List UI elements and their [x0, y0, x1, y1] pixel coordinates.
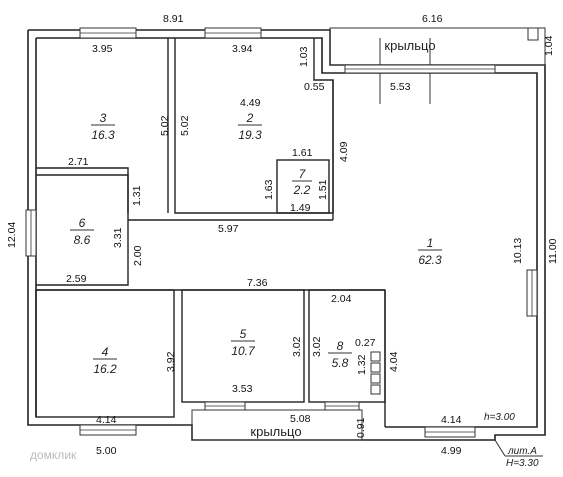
dim-porch-top-depth: 1.04 [543, 35, 555, 56]
room-label-1: 1 62.3 [418, 236, 442, 267]
window [204, 401, 246, 411]
dim-room7-bottom: 1.49 [290, 202, 311, 214]
svg-text:10.7: 10.7 [231, 344, 256, 358]
room-8-stair-step [370, 384, 381, 395]
svg-text:8.6: 8.6 [74, 233, 91, 247]
dim-room1-window-top: 5.53 [390, 81, 411, 93]
dim-room7-top: 1.61 [292, 147, 313, 159]
room-7-walls [276, 159, 330, 214]
dim-porch-bottom-width: 5.08 [290, 413, 311, 425]
room-6-walls [36, 174, 129, 286]
dim-room8-stair: 1.32 [356, 354, 368, 375]
svg-text:4: 4 [102, 345, 109, 359]
dim-top-left: 8.91 [163, 13, 184, 25]
svg-text:62.3: 62.3 [418, 253, 442, 267]
dim-right-total: 11.00 [547, 238, 559, 264]
dim-room6-bottom: 2.59 [66, 273, 87, 285]
svg-text:1: 1 [427, 236, 434, 250]
dim-room4-right: 3.92 [165, 351, 177, 372]
lit-label: лит.А [507, 446, 537, 457]
dim-room7-left: 1.63 [263, 179, 275, 200]
room-label-7: 7 2.2 [292, 167, 312, 197]
svg-text:16.2: 16.2 [93, 362, 117, 376]
window [25, 209, 37, 257]
svg-text:16.3: 16.3 [91, 128, 115, 142]
svg-text:2: 2 [246, 111, 254, 125]
room-label-6: 6 8.6 [70, 216, 94, 247]
dim-room1-left-upper: 4.09 [338, 141, 350, 162]
dim-room2-top: 3.94 [232, 43, 253, 55]
room-8-stair-step [370, 373, 381, 384]
dim-room3-right: 5.02 [159, 115, 171, 136]
dim-room8-small: 0.27 [355, 337, 376, 349]
svg-text:5.8: 5.8 [332, 356, 349, 370]
dim-room1-right-inner: 10.13 [512, 238, 524, 264]
dim-room5-right: 3.02 [291, 336, 303, 357]
porch-top [329, 27, 546, 66]
dim-corridor-left: 2.00 [132, 245, 144, 266]
dim-room3-bottom: 2.71 [68, 156, 89, 168]
porch-top-post [527, 27, 539, 41]
window [324, 401, 360, 411]
inner-height-label: h=3.00 [484, 412, 515, 423]
dim-bottom-right: 4.99 [441, 445, 462, 457]
window [424, 426, 476, 438]
room-label-5: 5 10.7 [231, 327, 256, 358]
dim-corridor-top: 5.97 [218, 223, 239, 235]
dim-room6-right-small: 1.31 [131, 185, 143, 206]
watermark: домклик [30, 448, 77, 462]
dim-room8-top: 2.04 [331, 293, 352, 305]
porch-bottom-label: крыльцо [250, 424, 301, 439]
svg-text:7: 7 [299, 167, 307, 181]
svg-text:5: 5 [240, 327, 247, 341]
svg-text:8: 8 [337, 339, 344, 353]
room-label-8: 8 5.8 [328, 339, 352, 370]
window [344, 64, 496, 74]
window [79, 424, 137, 436]
dim-step-103: 1.03 [298, 46, 310, 67]
window [526, 269, 538, 317]
dim-room1-bottom: 4.14 [441, 414, 462, 426]
dim-left-total: 12.04 [6, 222, 18, 248]
dim-corridor-bottom: 7.36 [247, 277, 268, 289]
porch-bottom [191, 409, 363, 441]
dim-room8-left: 3.02 [311, 336, 323, 357]
svg-text:19.3: 19.3 [238, 128, 262, 142]
room-label-2: 2 19.3 [238, 111, 262, 142]
room-4-walls [35, 289, 175, 418]
window [79, 27, 137, 39]
dim-room8-right: 4.04 [388, 351, 400, 372]
dim-bottom-left: 5.00 [96, 445, 117, 457]
porch-top-label: крыльцо [384, 38, 435, 53]
dim-room2-inner: 4.49 [240, 97, 261, 109]
room-8-stair-step [370, 351, 381, 362]
svg-text:3: 3 [100, 111, 107, 125]
outer-height-label: H=3.30 [506, 458, 539, 469]
dim-room7-right: 1.51 [317, 179, 329, 200]
room-label-4: 4 16.2 [93, 345, 117, 376]
room-label-3: 3 16.3 [91, 111, 115, 142]
dim-top-right: 6.16 [422, 13, 443, 25]
dim-porch-bottom-depth: 0.91 [355, 417, 367, 438]
svg-text:6: 6 [79, 216, 86, 230]
room-8-stair-step [370, 362, 381, 373]
dim-room5-bottom: 3.53 [232, 383, 253, 395]
dim-room3-top: 3.95 [92, 43, 113, 55]
dim-step-055: 0.55 [304, 81, 325, 93]
dim-room6-right: 3.31 [112, 227, 124, 248]
lit-leader-line [494, 439, 506, 457]
dim-room2-left: 5.02 [179, 115, 191, 136]
outer-wall [27, 29, 546, 441]
svg-text:2.2: 2.2 [293, 183, 311, 197]
dim-room4-bottom: 4.14 [96, 414, 117, 426]
window [204, 27, 262, 39]
